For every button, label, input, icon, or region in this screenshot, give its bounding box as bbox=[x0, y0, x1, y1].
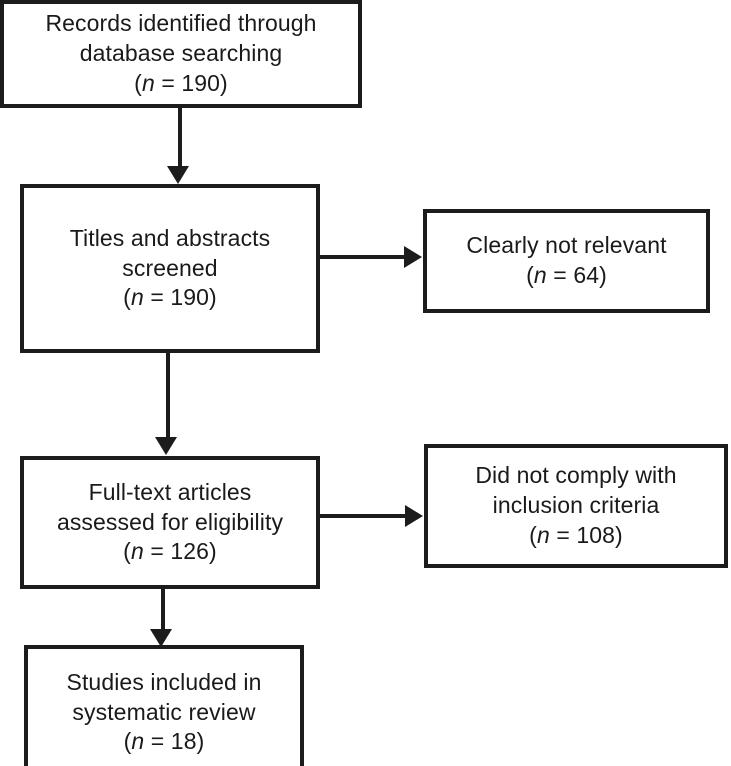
node-full-text-line2: assessed for eligibility bbox=[56, 508, 284, 535]
node-included-line1: Studies included in bbox=[66, 668, 262, 695]
node-records-identified-text: Records identified through database searc… bbox=[37, 9, 324, 99]
node-non-compliant-line2: inclusion criteria bbox=[492, 492, 660, 519]
arrow-head-right-icon bbox=[405, 505, 423, 527]
arrow-head-right-icon bbox=[404, 246, 422, 268]
arrow-shaft bbox=[178, 108, 182, 168]
node-full-text-articles[interactable]: Full-text articles assessed for eligibili… bbox=[20, 456, 320, 589]
node-studies-included[interactable]: Studies included in systematic review (n =… bbox=[24, 645, 304, 766]
node-included-text: Studies included in systematic review (n =… bbox=[59, 668, 270, 758]
node-clearly-not-relevant[interactable]: Clearly not relevant (n = 64) bbox=[423, 209, 710, 313]
node-not-relevant-text: Clearly not relevant (n = 64) bbox=[458, 231, 674, 291]
node-screened-text: Titles and abstracts screened (n = 190) bbox=[62, 224, 279, 314]
node-records-line2: database searching bbox=[79, 40, 283, 67]
node-titles-abstracts-screened[interactable]: Titles and abstracts screened (n = 190) bbox=[20, 184, 320, 353]
arrow-shaft bbox=[320, 255, 406, 259]
node-full-text-line1: Full-text articles bbox=[88, 478, 252, 505]
node-non-compliant-line1: Did not comply with bbox=[475, 462, 677, 489]
arrow-shaft bbox=[320, 514, 407, 518]
node-included-line2: systematic review bbox=[72, 698, 256, 725]
node-non-compliant-text: Did not comply with inclusion criteria(n … bbox=[467, 461, 684, 551]
node-records-line1: Records identified through bbox=[45, 10, 317, 37]
arrow-shaft bbox=[161, 589, 165, 631]
node-not-relevant-count: (n = 64) bbox=[526, 262, 607, 288]
node-included-count: (n = 18) bbox=[123, 728, 205, 755]
node-full-text-count: (n = 126) bbox=[123, 538, 217, 565]
node-not-relevant-line1: Clearly not relevant bbox=[466, 232, 667, 259]
node-full-text-text: Full-text articles assessed for eligibili… bbox=[49, 478, 291, 568]
arrow-shaft bbox=[166, 353, 170, 439]
node-non-compliant-count: (n = 108) bbox=[529, 521, 623, 548]
node-records-count: (n = 190) bbox=[134, 69, 228, 96]
node-screened-line1: Titles and abstracts bbox=[69, 224, 271, 251]
arrow-head-down-icon bbox=[167, 166, 189, 184]
node-did-not-comply[interactable]: Did not comply with inclusion criteria(n … bbox=[424, 444, 728, 568]
node-records-identified[interactable]: Records identified through database searc… bbox=[0, 0, 362, 108]
node-screened-line2: screened bbox=[122, 254, 218, 281]
arrow-head-down-icon bbox=[150, 629, 172, 647]
arrow-head-down-icon bbox=[155, 437, 177, 455]
node-screened-count: (n = 190) bbox=[123, 284, 217, 311]
